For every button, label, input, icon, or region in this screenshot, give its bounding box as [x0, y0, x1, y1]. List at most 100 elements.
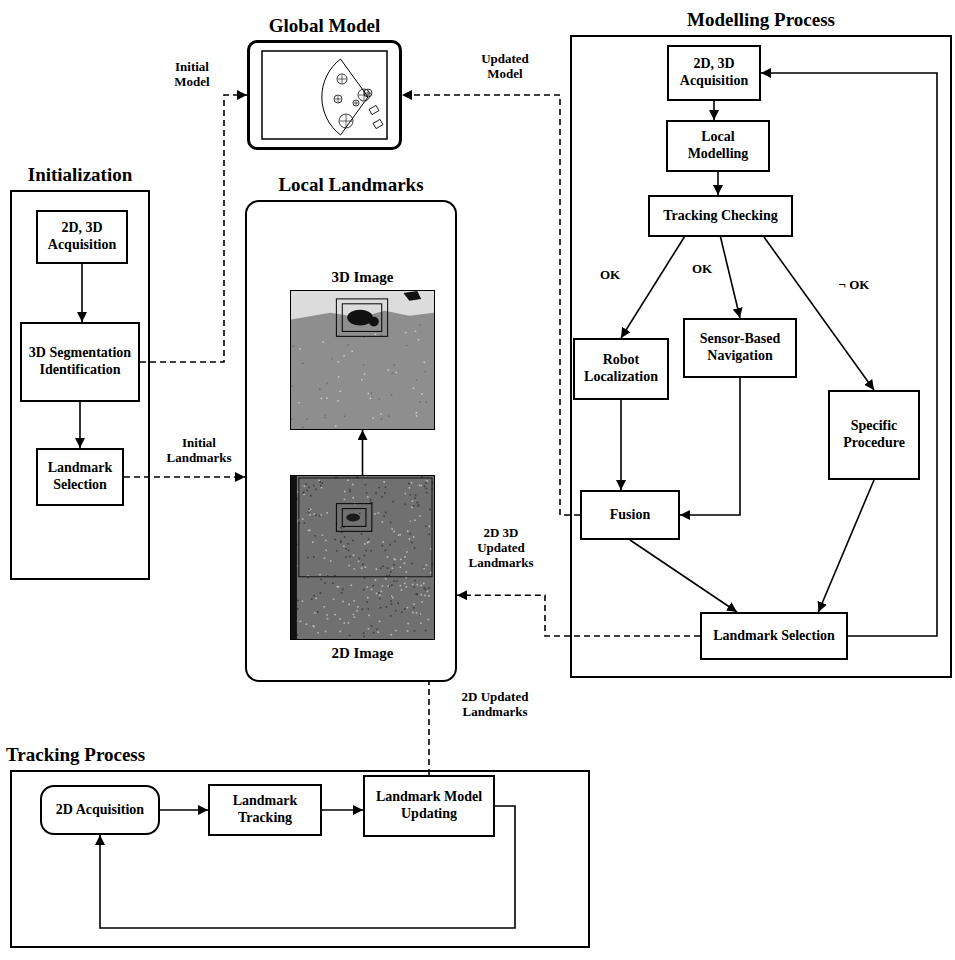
image-speckle	[414, 497, 416, 499]
image-speckle	[393, 580, 395, 582]
image-speckle	[423, 587, 425, 589]
landmark-ellipse	[339, 114, 353, 128]
image-speckle	[418, 504, 420, 506]
process-box: Landmark Model Updating	[363, 775, 495, 837]
image-speckle	[358, 558, 360, 560]
image-speckle	[428, 587, 430, 589]
image-speckle	[341, 592, 343, 594]
process-panel: Modelling Process2D, 3D AcquisitionLocal…	[570, 35, 952, 678]
image-speckle	[353, 554, 355, 556]
image-speckle	[315, 489, 317, 491]
image-speckle	[428, 534, 430, 536]
section-heading: Global Model	[180, 15, 469, 38]
connector	[717, 172, 719, 195]
edge-label: Initial Landmarks	[158, 436, 240, 466]
image-speckle	[332, 583, 334, 585]
image-speckle	[365, 550, 367, 552]
range-speckle	[375, 334, 376, 335]
image-speckle	[411, 482, 413, 484]
image-speckle	[368, 538, 370, 540]
image-speckle	[425, 482, 427, 484]
image-speckle	[391, 634, 393, 636]
box-label: 3D Segmentation Identification	[26, 345, 134, 379]
landmark-ellipse	[353, 100, 359, 106]
search-window	[336, 504, 372, 532]
image-speckle	[385, 487, 387, 489]
range-speckle	[291, 418, 292, 419]
landmark-ellipse	[364, 89, 372, 97]
image-speckle	[313, 513, 315, 515]
image-speckle	[412, 612, 414, 614]
image-speckle	[428, 595, 430, 597]
image-speckle	[312, 541, 314, 543]
range-speckle	[326, 382, 327, 383]
box-label: Tracking Checking	[663, 208, 777, 225]
image-speckle	[420, 485, 422, 487]
range-speckle	[343, 355, 344, 356]
landmark-window	[342, 509, 366, 527]
image-speckle	[368, 541, 370, 543]
section-heading: 3D Image	[221, 268, 504, 286]
process-box: Local Modelling	[666, 120, 770, 172]
image-speckle	[371, 625, 373, 627]
image-speckle	[334, 539, 336, 541]
image-speckle	[429, 526, 431, 528]
connector	[621, 237, 684, 338]
range-speckle	[387, 369, 388, 370]
image-speckle	[321, 487, 323, 489]
image-speckle	[379, 621, 381, 623]
rock-blob	[346, 514, 360, 522]
image-speckle	[399, 534, 401, 536]
image-speckle	[368, 615, 370, 617]
image-speckle	[380, 607, 382, 609]
image-speckle	[363, 632, 365, 634]
image-speckle	[424, 595, 426, 597]
image-speckle	[315, 598, 317, 600]
image-speckle	[370, 550, 372, 552]
image-speckle	[380, 567, 382, 569]
image-speckle	[427, 619, 429, 621]
image-speckle	[324, 582, 326, 584]
image-speckle	[384, 492, 386, 494]
image-speckle	[390, 522, 392, 524]
edge-label: Updated Model	[463, 52, 547, 82]
image-speckle	[379, 598, 381, 600]
image-speckle	[414, 520, 416, 522]
image-speckle	[361, 533, 363, 535]
range-speckle	[291, 386, 292, 387]
range-speckle	[347, 344, 348, 345]
landmark-ellipse	[334, 95, 342, 103]
image-speckle	[354, 616, 356, 618]
range-speckle	[335, 425, 336, 426]
image-speckle	[321, 482, 323, 484]
image-speckle	[381, 591, 383, 593]
image-speckle	[404, 563, 406, 565]
image-speckle	[365, 566, 367, 568]
image-speckle	[375, 492, 377, 494]
image-speckle	[379, 595, 381, 597]
range-speckle	[426, 401, 427, 402]
range-ground	[291, 291, 434, 429]
image-speckle	[417, 584, 419, 586]
image-speckle	[387, 585, 389, 587]
image-speckle	[414, 630, 416, 632]
image-speckle	[390, 600, 392, 602]
range-speckle	[380, 413, 381, 414]
image-speckle	[376, 628, 378, 630]
rock-blob	[403, 291, 421, 301]
image-speckle	[327, 575, 329, 577]
image-speckle	[382, 566, 384, 568]
image-speckle	[297, 608, 299, 610]
range-speckle	[391, 394, 392, 395]
image-speckle	[302, 518, 304, 520]
image-speckle	[303, 522, 305, 524]
range-speckle	[364, 373, 365, 374]
image-speckle	[302, 600, 304, 602]
image-speckle	[392, 597, 394, 599]
process-box: Landmark Tracking	[208, 784, 322, 836]
image-speckle	[313, 485, 315, 487]
sensor-image: 2D Image	[290, 475, 435, 640]
box-label: Landmark Selection	[42, 460, 118, 494]
image-speckle	[367, 608, 369, 610]
landmark-box	[373, 119, 383, 128]
